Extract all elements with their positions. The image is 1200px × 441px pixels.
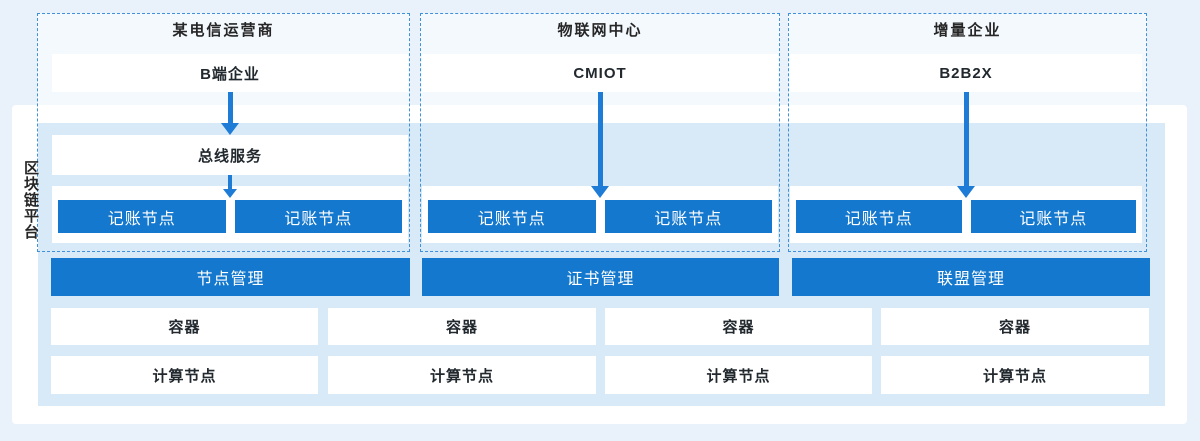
node-management-bar: 节点管理 <box>51 258 410 296</box>
arrow-shaft <box>227 92 233 123</box>
alliance-management-bar: 联盟管理 <box>792 258 1150 296</box>
accounting-node-row: 记账节点 记账节点 <box>52 186 408 243</box>
arrow-head <box>957 186 975 198</box>
bus-service-box: 总线服务 <box>52 135 408 175</box>
column-header-operator: 某电信运营商 <box>172 21 275 39</box>
accounting-node-row: 记账节点 记账节点 <box>422 186 778 243</box>
accounting-node-box: 记账节点 <box>796 200 962 233</box>
container-box: 容器 <box>51 308 318 345</box>
container-box: 容器 <box>328 308 596 345</box>
arrow-head <box>221 123 239 135</box>
compute-node-box: 计算节点 <box>605 356 872 394</box>
iot-column-border <box>420 13 780 252</box>
accounting-node-box: 记账节点 <box>234 200 402 233</box>
compute-node-box: 计算节点 <box>881 356 1149 394</box>
container-box: 容器 <box>881 308 1149 345</box>
arrow-head <box>223 189 237 198</box>
app-box-b2b2x: B2B2X <box>790 54 1142 92</box>
accounting-node-box: 记账节点 <box>428 200 596 233</box>
down-arrow-icon <box>221 92 239 135</box>
app-box-b-enterprise: B端企业 <box>52 54 408 92</box>
down-arrow-icon <box>957 92 975 198</box>
column-header-enterprise: 增量企业 <box>933 21 1002 39</box>
down-arrow-icon <box>223 175 237 198</box>
app-box-cmiot: CMIOT <box>422 54 778 92</box>
arrow-shaft <box>597 92 603 186</box>
column-header-iot: 物联网中心 <box>557 21 643 39</box>
arrow-shaft <box>963 92 969 186</box>
accounting-node-box: 记账节点 <box>58 200 226 233</box>
certificate-management-bar: 证书管理 <box>422 258 779 296</box>
platform-label: 区块链平台 <box>22 160 39 240</box>
compute-node-box: 计算节点 <box>51 356 318 394</box>
operator-column-border <box>37 13 410 252</box>
accounting-node-box: 记账节点 <box>604 200 772 233</box>
arrow-shaft <box>228 175 232 189</box>
arrow-head <box>591 186 609 198</box>
compute-node-box: 计算节点 <box>328 356 596 394</box>
container-box: 容器 <box>605 308 872 345</box>
down-arrow-icon <box>591 92 609 198</box>
accounting-node-box: 记账节点 <box>970 200 1136 233</box>
enterprise-column-border <box>788 13 1147 252</box>
